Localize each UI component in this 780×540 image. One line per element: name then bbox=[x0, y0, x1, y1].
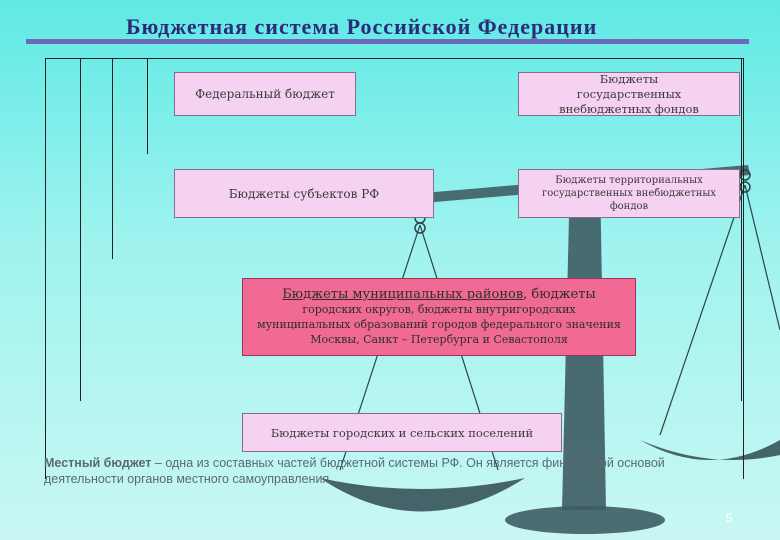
subjects-budget-box: Бюджеты субъектов РФ bbox=[174, 169, 434, 218]
settlements-budget-box: Бюджеты городских и сельских поселений bbox=[242, 413, 562, 452]
subjects-budget-label: Бюджеты субъектов РФ bbox=[228, 186, 380, 201]
settlements-budget-label: Бюджеты городских и сельских поселений bbox=[270, 425, 534, 440]
state-funds-label: Бюджеты государственных внебюджетных фон… bbox=[559, 71, 699, 116]
title-underline bbox=[26, 39, 749, 44]
territorial-funds-box: Бюджеты территориальных государственных … bbox=[518, 169, 740, 218]
federal-budget-box: Федеральный бюджет bbox=[174, 72, 356, 116]
municipal-line-2: городских округов, бюджеты внутригородск… bbox=[302, 303, 576, 316]
municipal-line-3: муниципальных образований городов федера… bbox=[257, 318, 621, 331]
page-number: 5 bbox=[726, 511, 733, 525]
municipal-rest-a: , бюджеты bbox=[523, 287, 596, 302]
territorial-funds-label: Бюджеты территориальных государственных … bbox=[541, 175, 717, 212]
municipal-line-4: Москвы, Санкт – Петербурга и Севастополя bbox=[310, 333, 568, 346]
municipal-line-1: Бюджеты муниципальных районов, бюджеты bbox=[282, 287, 596, 302]
municipal-budgets-box: Бюджеты муниципальных районов, бюджеты г… bbox=[242, 278, 636, 356]
local-budget-definition: – одна из составных частей бюджетной сис… bbox=[44, 456, 665, 486]
state-funds-box: Бюджеты государственных внебюджетных фон… bbox=[518, 72, 740, 116]
local-budget-note: Местный бюджет – одна из составных часте… bbox=[44, 455, 744, 487]
local-budget-term: Местный бюджет bbox=[44, 456, 152, 470]
federal-budget-label: Федеральный бюджет bbox=[195, 87, 335, 101]
frame-level-4 bbox=[147, 58, 742, 154]
page-title: Бюджетная система Российской Федерации bbox=[126, 14, 598, 39]
municipal-districts-label: Бюджеты муниципальных районов bbox=[282, 287, 524, 302]
